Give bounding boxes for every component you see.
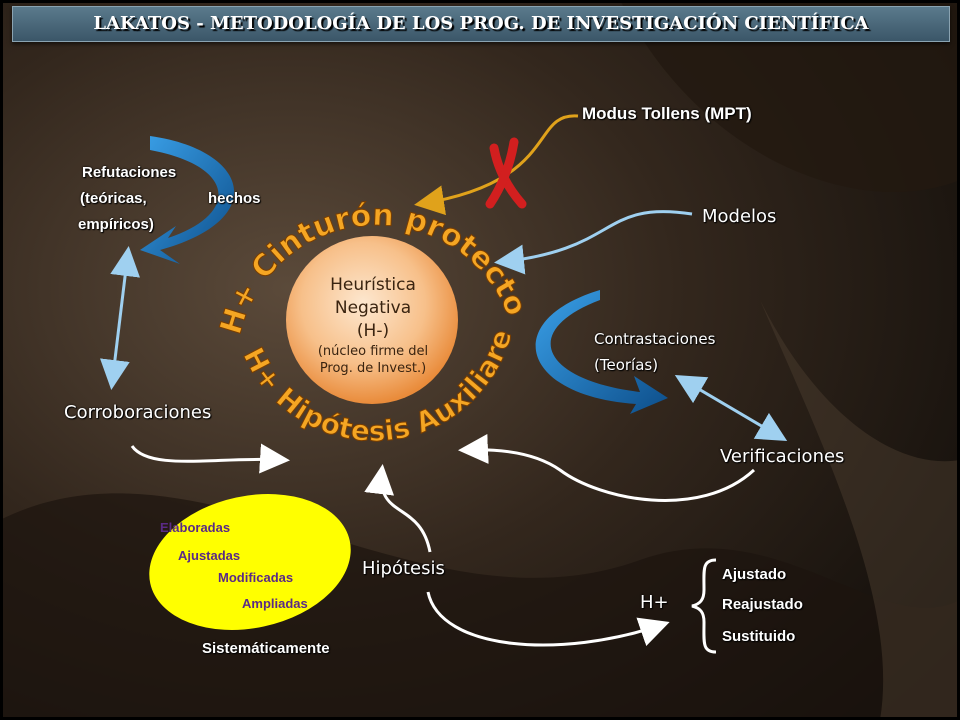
label-contrastaciones-2: (Teorías) xyxy=(594,356,659,374)
page-title: LAKATOS - METODOLOGÍA DE LOS PROG. DE IN… xyxy=(93,13,869,34)
label-modelos: Modelos xyxy=(702,206,777,227)
core-line-4: (núcleo firme del xyxy=(317,344,429,359)
core-line-1: Heurística xyxy=(330,275,416,295)
label-contrastaciones-1: Contrastaciones xyxy=(594,330,716,348)
oval-item-ampliadas: Ampliadas xyxy=(242,596,308,611)
brace-item-sustituido: Sustituido xyxy=(722,628,796,645)
label-refutaciones-2: (teóricas, xyxy=(80,190,147,207)
arrow-corroboraciones xyxy=(130,443,290,474)
core-line-3: (H-) xyxy=(356,321,390,341)
oval-item-elaboradas: Elaboradas xyxy=(160,520,231,535)
oval-item-ajustadas: Ajustadas xyxy=(178,548,241,563)
core-line-5: Prog. de Invest.) xyxy=(319,361,427,376)
arrow-verificaciones xyxy=(458,433,756,502)
label-modus-tollens: Modus Tollens (MPT) xyxy=(582,104,752,123)
arrow-modelos xyxy=(494,210,693,275)
label-verificaciones: Verificaciones xyxy=(720,446,845,467)
core-line-2: Negativa xyxy=(334,298,412,318)
arrow-modus-tollens xyxy=(414,114,579,216)
label-refutaciones-1: Refutaciones xyxy=(82,164,177,181)
label-sistematicamente: Sistemáticamente xyxy=(202,640,330,657)
label-hechos: hechos xyxy=(208,190,261,207)
yellow-oval xyxy=(149,494,351,630)
oval-item-modificadas: Modificadas xyxy=(218,570,294,585)
arrow-hipotesis-up xyxy=(364,464,432,553)
label-h-plus: H+ xyxy=(640,592,669,613)
blue-curved-arrow-right xyxy=(535,290,668,414)
double-arrow-refutaciones-corroboraciones xyxy=(99,246,141,390)
title-bar: LAKATOS - METODOLOGÍA DE LOS PROG. DE IN… xyxy=(12,6,950,42)
brace xyxy=(691,558,717,654)
core-text: Heurística Negativa (H-) (núcleo firme d… xyxy=(278,252,468,412)
arrow-hipotesis-h-plus xyxy=(426,591,670,647)
blue-curved-arrow-left xyxy=(140,136,235,264)
double-arrow-contrastaciones-verificaciones xyxy=(674,374,788,442)
label-corroboraciones: Corroboraciones xyxy=(64,402,212,423)
label-refutaciones-3: empíricos) xyxy=(78,216,154,233)
core-ellipse xyxy=(286,236,458,404)
label-hipotesis: Hipótesis xyxy=(362,558,445,579)
x-mark-icon xyxy=(485,137,527,209)
brace-item-ajustado: Ajustado xyxy=(722,566,787,583)
brace-item-reajustado: Reajustado xyxy=(722,596,803,613)
